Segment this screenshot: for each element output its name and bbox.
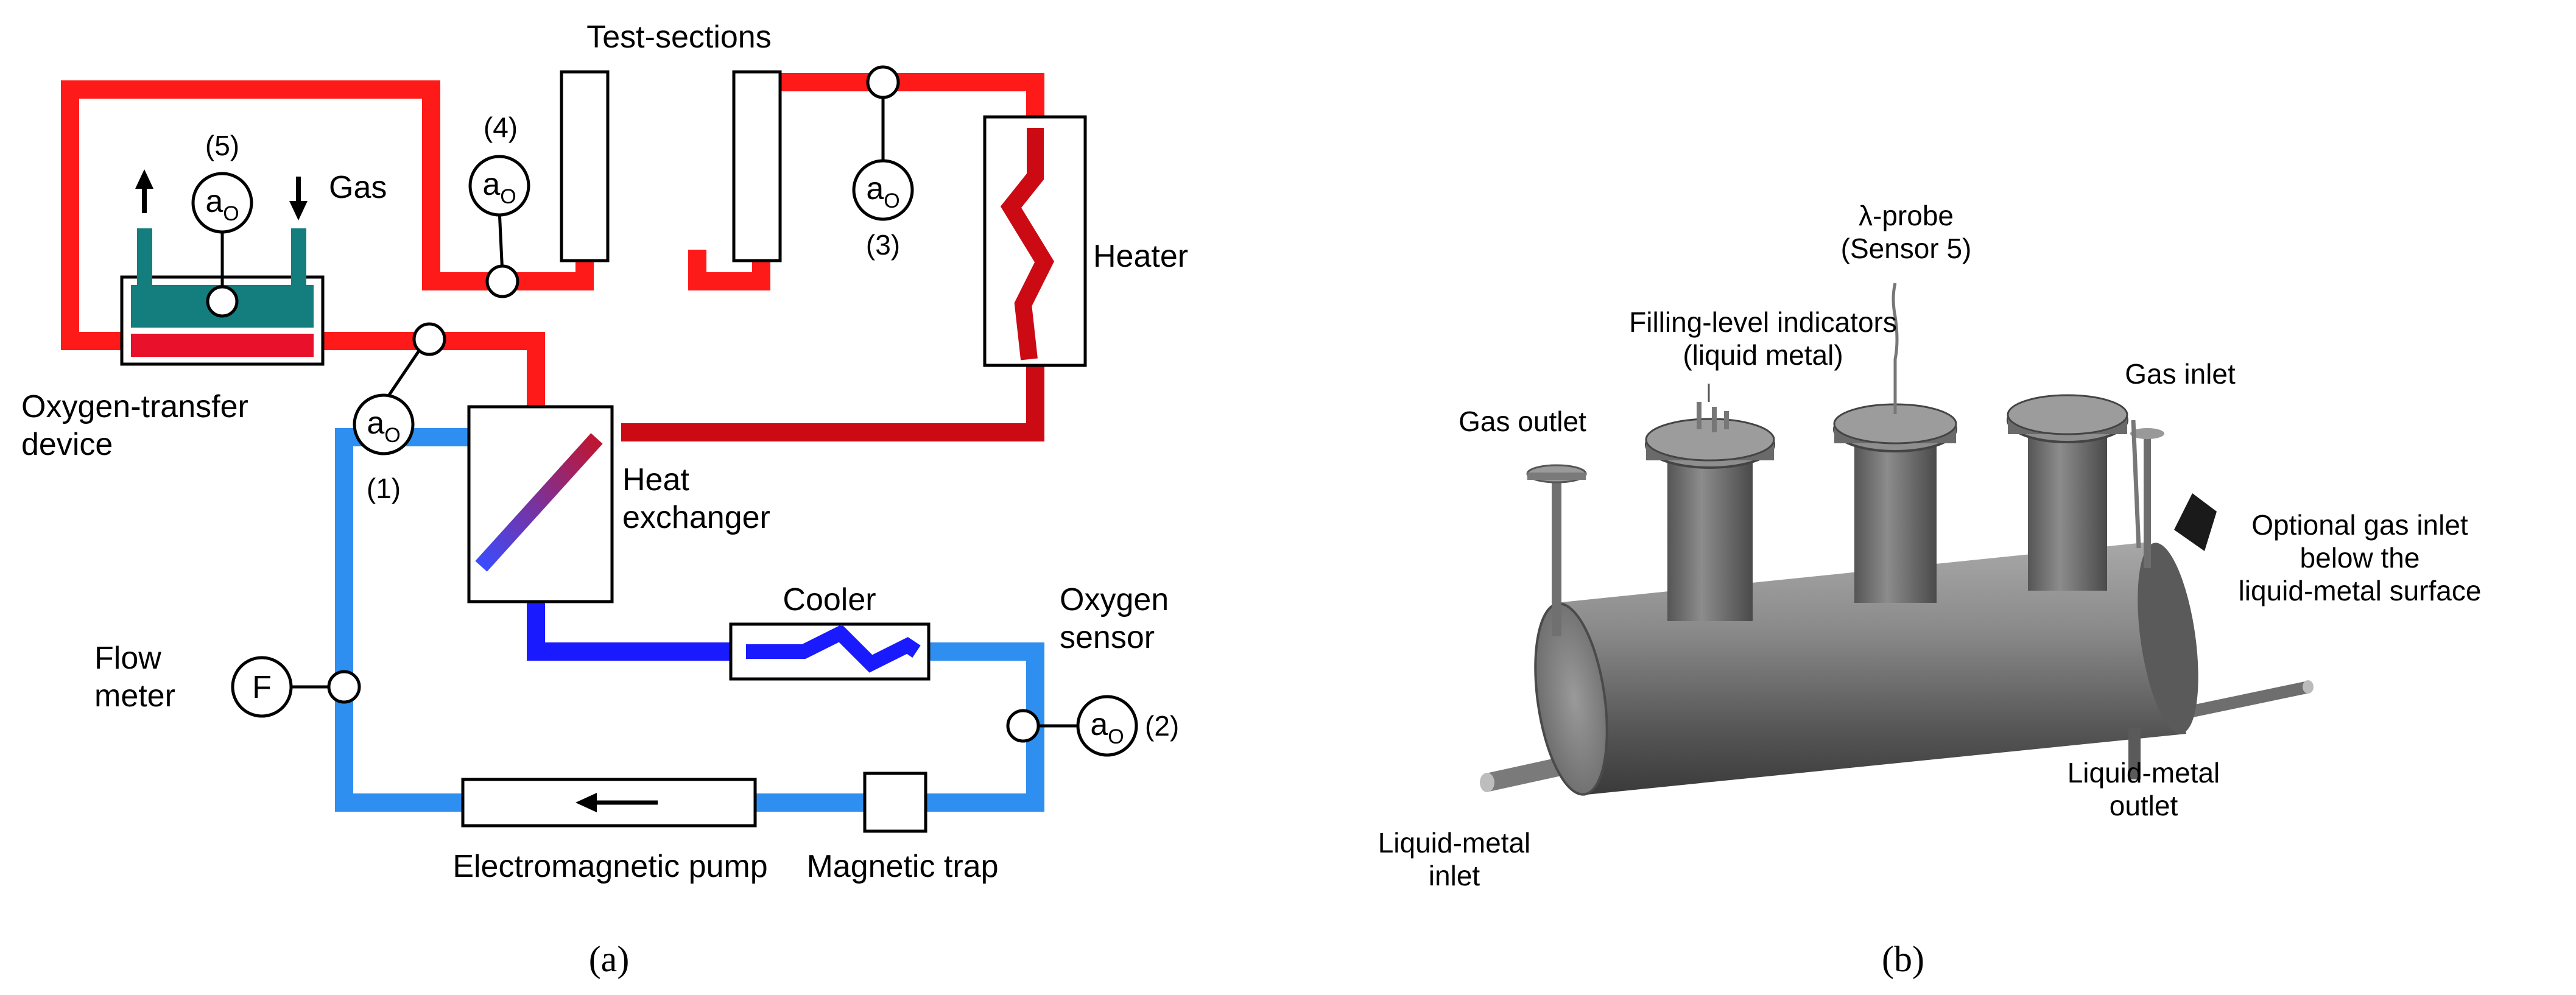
filling-level-riser-3 bbox=[2007, 394, 2128, 591]
heat-exchanger bbox=[467, 405, 614, 603]
cold-loop-piping bbox=[335, 428, 1044, 812]
panel-b: λ-probe(Sensor 5) Filling-level indicato… bbox=[1378, 200, 2482, 979]
flow-meter: F bbox=[231, 656, 361, 718]
gas-inlet-pipe bbox=[2130, 420, 2217, 568]
lambda-probe-riser bbox=[1833, 283, 1957, 603]
filling-level-indicators-label: Filling-level indicators(liquid metal) bbox=[1629, 306, 1897, 371]
panel-b-caption: (b) bbox=[1882, 939, 1924, 979]
sensor-3-label: (3) bbox=[866, 229, 900, 261]
test-sections-label: Test-sections bbox=[586, 19, 771, 55]
panel-a-caption: (a) bbox=[589, 939, 630, 979]
heater-label: Heater bbox=[1093, 239, 1188, 274]
gas-label: Gas bbox=[329, 170, 387, 205]
cold-loop-heat-exchanger-exit bbox=[527, 602, 743, 661]
electromagnetic-pump-label: Electromagnetic pump bbox=[452, 849, 767, 884]
hot-loop-return-piping bbox=[621, 365, 1044, 441]
filling-level-riser-1 bbox=[1645, 402, 1775, 621]
oxygen-sensor-3: aO bbox=[852, 65, 914, 221]
svg-text:aO: aO bbox=[482, 167, 516, 208]
oxygen-sensor-4: aO bbox=[468, 155, 530, 298]
gas-inlet-label: Gas inlet bbox=[2125, 358, 2236, 390]
cooler-label: Cooler bbox=[783, 582, 876, 617]
panel-a: aO aO aO aO bbox=[21, 19, 1188, 979]
sensor-2-label: (2) bbox=[1145, 710, 1179, 742]
liquid-metal-outlet-pipe bbox=[2128, 728, 2141, 779]
gas-outlet-pipe bbox=[1526, 464, 1587, 636]
gas-out-arrow-icon bbox=[135, 169, 153, 213]
test-section-1 bbox=[560, 70, 610, 262]
svg-text:aO: aO bbox=[866, 171, 899, 213]
magnetic-trap bbox=[863, 772, 927, 833]
oxygen-transfer-device bbox=[120, 228, 325, 366]
sensor-5-label: (5) bbox=[205, 130, 239, 161]
heater bbox=[983, 115, 1087, 367]
gas-inlet-below-surface-pipe bbox=[2180, 681, 2310, 720]
test-section-2 bbox=[732, 70, 782, 262]
cooler bbox=[729, 622, 931, 681]
oxygen-sensor-2: aO bbox=[1006, 695, 1138, 757]
oxygen-sensor-5: aO bbox=[191, 172, 253, 234]
sensor-4-label: (4) bbox=[484, 111, 518, 143]
svg-text:aO: aO bbox=[205, 184, 239, 225]
lambda-probe-label: λ-probe(Sensor 5) bbox=[1841, 200, 1972, 264]
gas-in-arrow-icon bbox=[289, 177, 308, 220]
sensor-1-label: (1) bbox=[367, 473, 401, 504]
electromagnetic-pump bbox=[461, 778, 757, 828]
gas-outlet-label: Gas outlet bbox=[1459, 406, 1586, 437]
svg-text:F: F bbox=[252, 670, 272, 705]
magnetic-trap-label: Magnetic trap bbox=[806, 849, 998, 884]
svg-text:aO: aO bbox=[1090, 707, 1124, 748]
oxygen-sensor-1: aO bbox=[353, 322, 446, 455]
svg-text:aO: aO bbox=[367, 406, 400, 447]
